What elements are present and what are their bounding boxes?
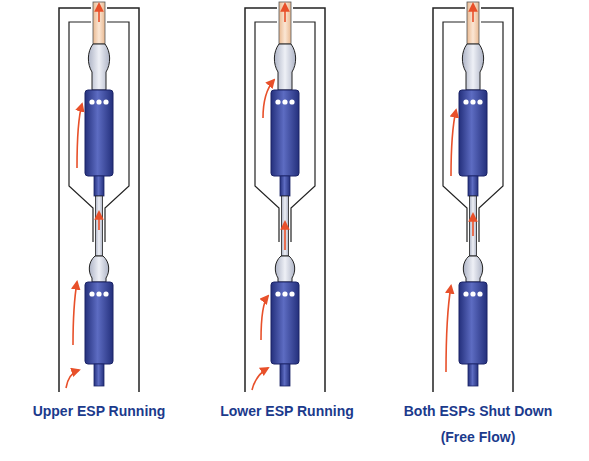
flow-arrows [446, 4, 473, 372]
caption-label: (Free Flow) [441, 428, 516, 446]
caption-label: Upper ESP Running [33, 402, 166, 420]
caption-label: Lower ESP Running [220, 402, 354, 420]
caption-label: Both ESPs Shut Down [404, 402, 553, 420]
flow-arrows [252, 4, 285, 390]
flow-arrows [66, 4, 99, 388]
dual-esp-well [245, 2, 325, 392]
dual-esp-well [59, 2, 139, 392]
dual-esp-well [433, 2, 513, 392]
